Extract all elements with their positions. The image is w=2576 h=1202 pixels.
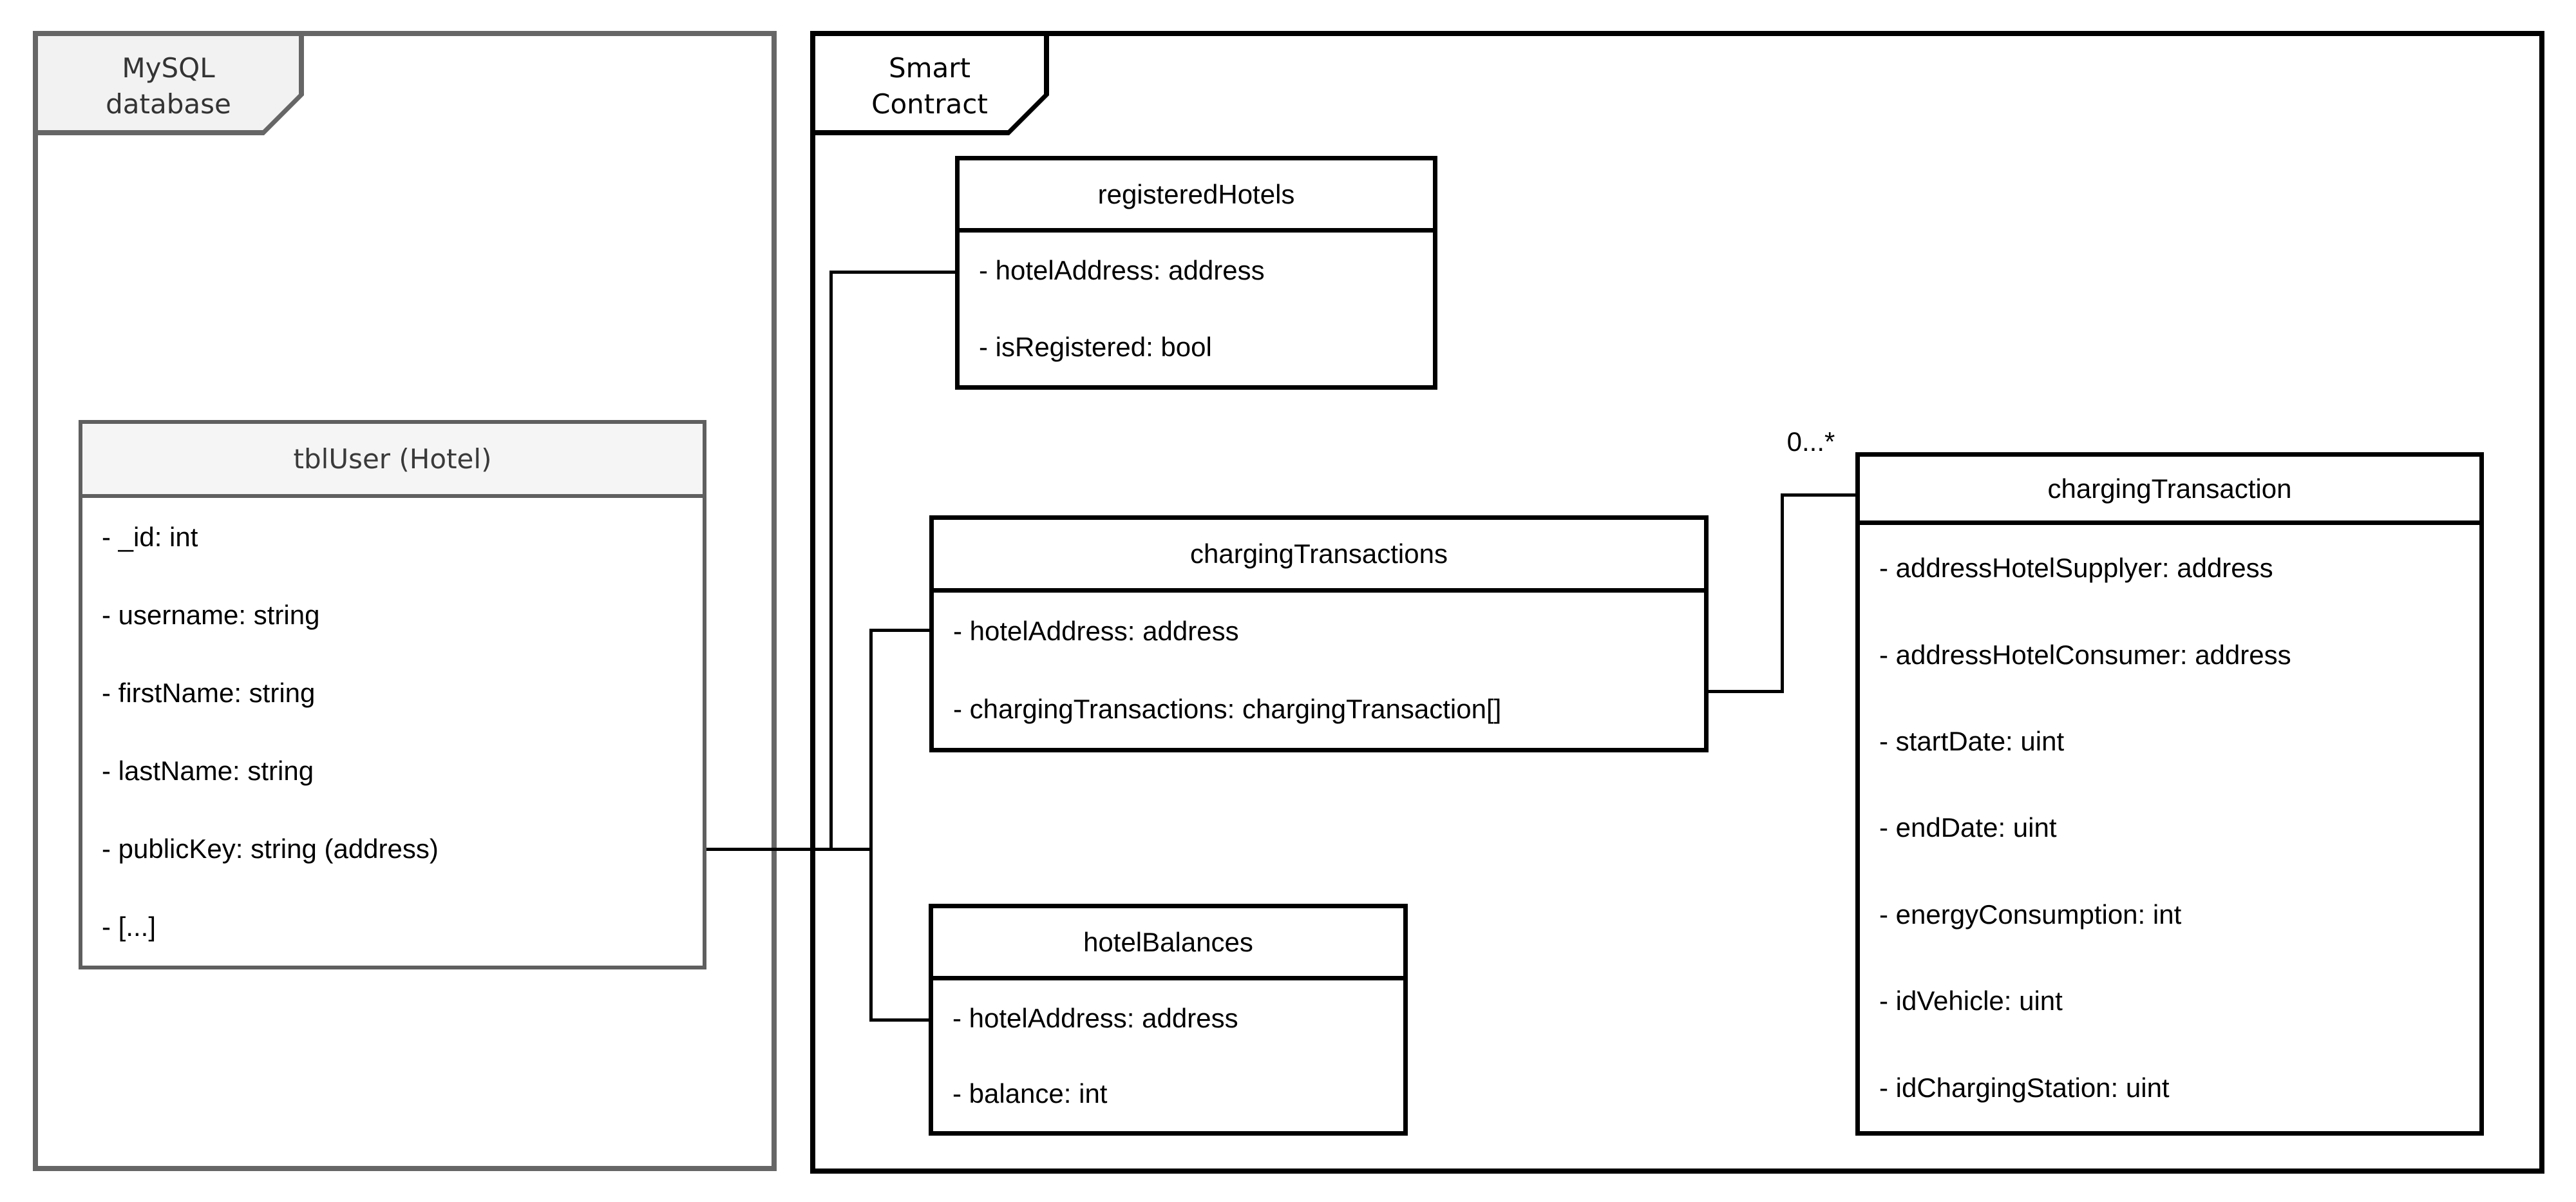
- connector-chargingtransaction-horizontal-top: [1781, 493, 1855, 497]
- class-title-hotelbalances: hotelBalances: [933, 908, 1403, 980]
- attribute-row: - addressHotelSupplyer: address: [1879, 553, 2273, 584]
- class-title-chargingtransactions: chargingTransactions: [934, 520, 1704, 593]
- smart-contract-tab-line2: Contract: [871, 88, 988, 120]
- connector-transactions-balances-vertical: [869, 629, 873, 1022]
- attribute-row: - lastName: string: [102, 755, 314, 786]
- mysql-database-frame: [33, 31, 777, 1171]
- connector-tbluser-main-horizontal: [706, 848, 873, 851]
- attribute-row: - isRegistered: bool: [979, 331, 1212, 362]
- attribute-row: - firstName: string: [102, 677, 316, 708]
- attribute-row: - hotelAddress: address: [953, 616, 1239, 647]
- attribute-row: - idChargingStation: uint: [1879, 1072, 2170, 1103]
- attribute-row: - startDate: uint: [1879, 726, 2065, 757]
- attribute-row: - balance: int: [952, 1078, 1108, 1109]
- multiplicity-label: 0...*: [1786, 426, 1835, 457]
- connector-hotelbalances-horizontal: [869, 1018, 929, 1022]
- attribute-row: - addressHotelConsumer: address: [1879, 639, 2291, 670]
- attribute-row: - _id: int: [102, 521, 198, 552]
- mysql-tab-line1: MySQL: [122, 52, 215, 84]
- attribute-list: - hotelAddress: address - chargingTransa…: [934, 593, 1704, 748]
- class-box-chargingtransaction: chargingTransaction - addressHotelSupply…: [1855, 452, 2484, 1136]
- connector-registeredhotels-horizontal: [829, 271, 955, 274]
- mysql-frame-tab: MySQL database: [33, 31, 304, 135]
- attribute-row: - chargingTransactions: chargingTransact…: [953, 693, 1502, 724]
- class-box-tbluser: tblUser (Hotel) - _id: int - username: s…: [79, 420, 706, 969]
- class-box-hotelbalances: hotelBalances - hotelAddress: address - …: [929, 904, 1408, 1136]
- smart-contract-frame-tab: Smart Contract: [810, 31, 1049, 135]
- mysql-tab-fill: [38, 36, 299, 130]
- attribute-list: - hotelAddress: address - isRegistered: …: [960, 233, 1433, 385]
- attribute-list: - hotelAddress: address - balance: int: [933, 980, 1403, 1131]
- class-box-registeredhotels: registeredHotels - hotelAddress: address…: [955, 156, 1437, 390]
- connector-chargingtransactions-horizontal: [869, 629, 929, 632]
- smart-contract-frame: [810, 31, 2544, 1174]
- class-title-registeredhotels: registeredHotels: [960, 160, 1433, 233]
- attribute-row: - publicKey: string (address): [102, 833, 439, 864]
- attribute-row: - hotelAddress: address: [979, 255, 1265, 286]
- smart-contract-tab-fill: [815, 36, 1044, 130]
- attribute-list: - _id: int - username: string - firstNam…: [82, 498, 703, 966]
- smart-contract-tab-line1: Smart: [888, 52, 971, 84]
- class-title-chargingtransaction: chargingTransaction: [1860, 457, 2479, 525]
- attribute-row: - hotelAddress: address: [952, 1002, 1238, 1033]
- attribute-row: - endDate: uint: [1879, 812, 2057, 843]
- class-title-tbluser: tblUser (Hotel): [82, 424, 703, 498]
- connector-chargingtransaction-vertical: [1781, 493, 1784, 693]
- class-box-chargingtransactions: chargingTransactions - hotelAddress: add…: [929, 515, 1709, 752]
- attribute-row: - idVehicle: uint: [1879, 986, 2063, 1016]
- connector-registeredhotels-vertical: [829, 271, 833, 851]
- attribute-row: - energyConsumption: int: [1879, 899, 2182, 930]
- connector-chargingtransaction-horizontal-bottom: [1709, 690, 1784, 693]
- smart-contract-tab-label: Smart Contract: [810, 31, 1049, 135]
- attribute-list: - addressHotelSupplyer: address - addres…: [1860, 525, 2479, 1131]
- mysql-tab-label: MySQL database: [33, 31, 304, 135]
- attribute-row: - [...]: [102, 911, 156, 942]
- attribute-row: - username: string: [102, 599, 320, 630]
- mysql-tab-line2: database: [106, 88, 231, 120]
